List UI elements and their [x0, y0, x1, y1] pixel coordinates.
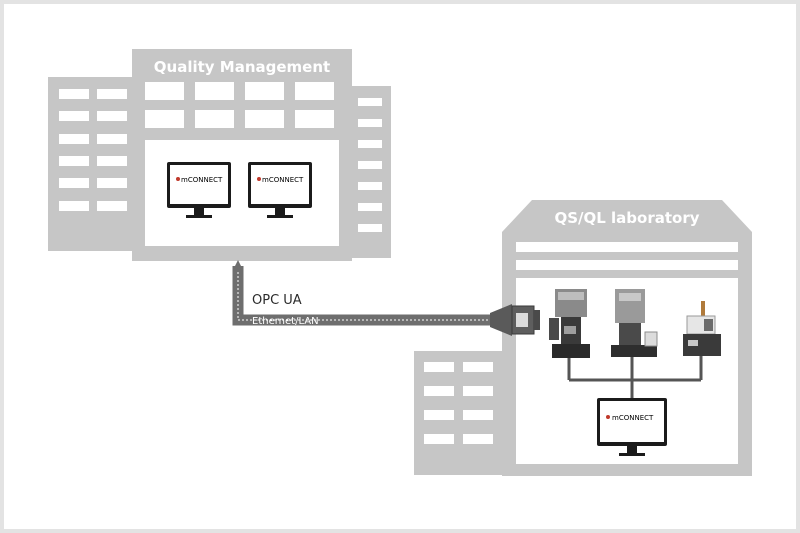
lab-window-strip-2 — [516, 260, 738, 270]
quality-management-building: Quality Management — [132, 49, 352, 261]
qm-monitor-1-brand: mCONNECT — [181, 176, 223, 184]
qm-monitor-2-brand: mCONNECT — [262, 176, 304, 184]
lab-network-lines — [567, 356, 703, 398]
instrument-3 — [683, 301, 721, 356]
lab-monitor: mCONNECT — [597, 398, 667, 456]
network-diagram: Quality Management mCONNECT mCONNECT — [48, 49, 752, 476]
lab-side-building — [414, 351, 506, 475]
medium-label: Ethernet/LAN — [252, 316, 319, 327]
lab-window-strip-1 — [516, 242, 738, 252]
protocol-label: OPC UA — [252, 293, 302, 308]
lab-monitor-brand: mCONNECT — [612, 414, 654, 422]
qm-monitor-2: mCONNECT — [248, 162, 312, 218]
ethernet-cable: OPC UA Ethernet/LAN — [232, 260, 540, 336]
rj45-connector-icon — [490, 304, 540, 336]
quality-management-title: Quality Management — [154, 58, 330, 76]
side-building-left — [48, 77, 134, 251]
instrument-2 — [611, 289, 658, 357]
instrument-1 — [549, 289, 590, 358]
laboratory-complex: QS/QL laboratory — [414, 200, 752, 476]
quality-management-complex: Quality Management mCONNECT mCONNECT — [48, 49, 391, 261]
laboratory-title: QS/QL laboratory — [554, 209, 699, 227]
qm-monitor-1: mCONNECT — [167, 162, 231, 218]
side-building-right — [351, 86, 391, 258]
cable-arrow-up — [233, 260, 243, 270]
